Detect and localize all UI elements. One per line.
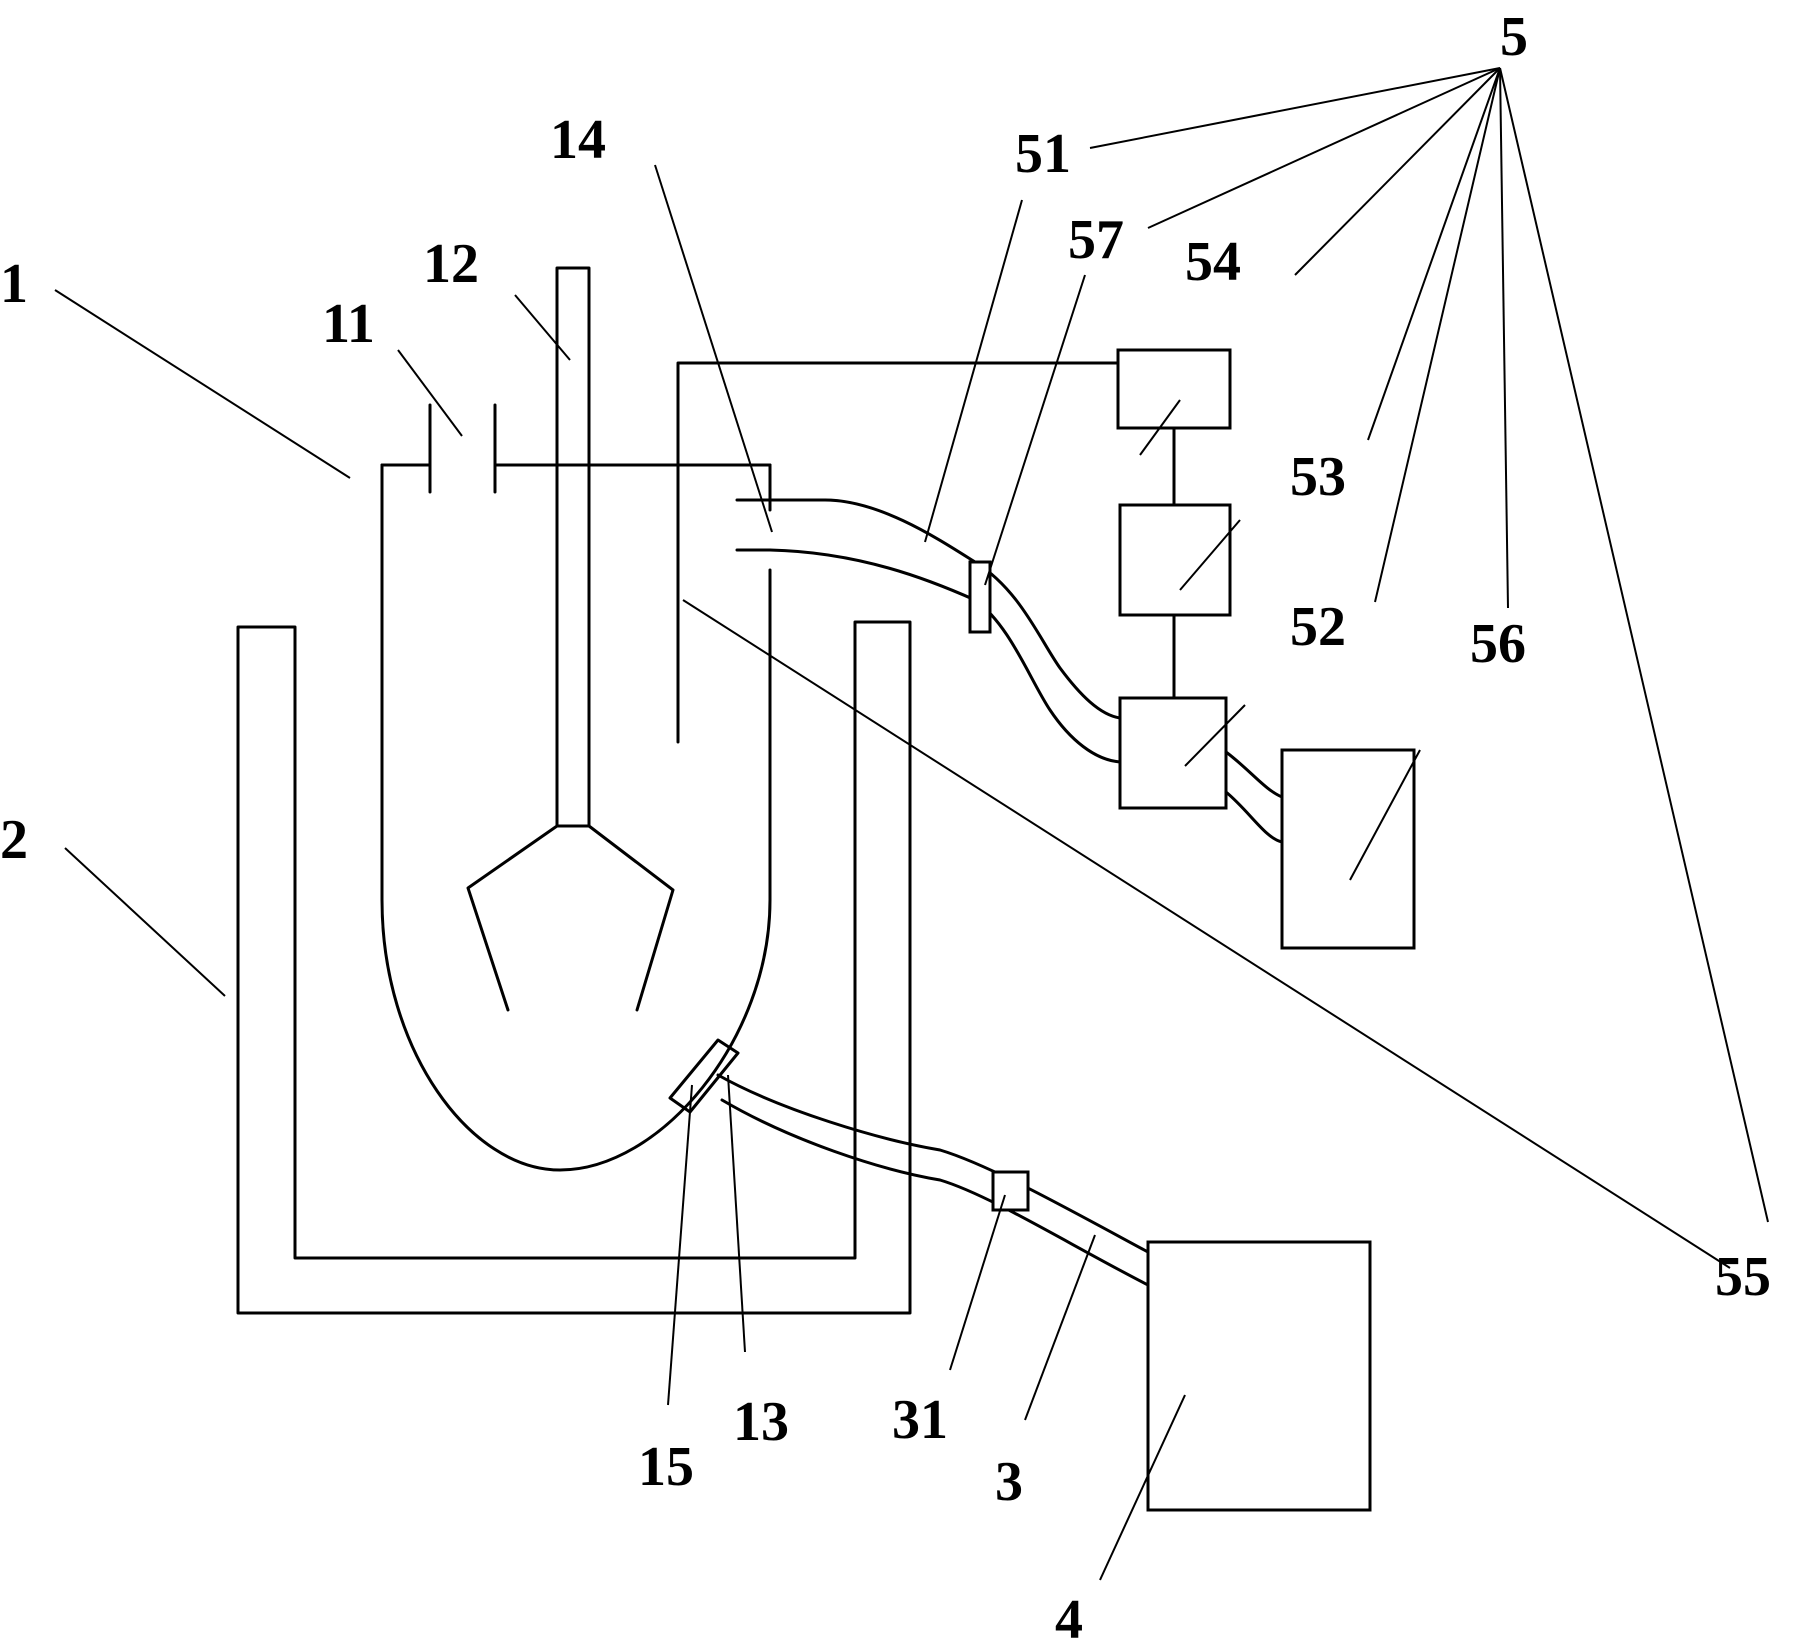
leader-5-56 — [1499, 67, 1509, 609]
bottom-tube-upper — [716, 1073, 1150, 1254]
label-4: 4 — [1055, 1589, 1083, 1644]
leader-51 — [924, 199, 1023, 543]
bottom-tube-lower — [720, 1098, 1150, 1287]
leader-12 — [514, 294, 571, 361]
leader-5-51 — [1089, 67, 1501, 149]
label-57: 57 — [1068, 209, 1124, 271]
box-54 — [1116, 348, 1232, 430]
label-1: 1 — [0, 253, 28, 315]
label-2: 2 — [0, 809, 28, 871]
leader-54 — [1139, 399, 1181, 456]
label-31: 31 — [892, 1389, 948, 1451]
leader-3 — [1024, 1234, 1096, 1421]
leader-5-57 — [1147, 67, 1501, 229]
leader-5-52 — [1374, 67, 1501, 603]
label-11: 11 — [322, 293, 375, 355]
probe-rod — [676, 361, 1120, 744]
box-56 — [1280, 748, 1416, 950]
box-4 — [1146, 1240, 1372, 1512]
label-51: 51 — [1015, 123, 1071, 185]
label-54: 54 — [1185, 231, 1241, 293]
leader-53 — [1179, 519, 1241, 591]
valve-57 — [968, 560, 992, 634]
stirrer-blades — [466, 824, 675, 1012]
leader-2 — [64, 847, 226, 997]
label-14: 14 — [550, 109, 606, 171]
leader-5-54 — [1294, 67, 1501, 276]
leader-4 — [1099, 1394, 1186, 1581]
leader-56 — [1349, 749, 1421, 881]
label-52: 52 — [1290, 596, 1346, 658]
label-15: 15 — [638, 1436, 694, 1498]
valve-31 — [991, 1170, 1030, 1212]
leader-15 — [667, 1084, 693, 1406]
label-3: 3 — [995, 1451, 1023, 1513]
label-13: 13 — [733, 1391, 789, 1453]
reactor-vessel — [380, 463, 772, 1172]
leader-5-53 — [1367, 67, 1501, 441]
leader-14 — [654, 164, 773, 533]
leader-55 — [682, 599, 1731, 1269]
box-52 — [1118, 696, 1228, 810]
label-5: 5 — [1500, 6, 1528, 68]
label-56: 56 — [1470, 613, 1526, 675]
label-55: 55 — [1715, 1246, 1771, 1308]
leader-57 — [984, 274, 1086, 586]
gas-tube-upper — [823, 498, 1122, 720]
box-53 — [1118, 503, 1232, 617]
outer-jacket — [236, 620, 912, 1315]
bottom-port — [668, 1038, 740, 1114]
label-53: 53 — [1290, 446, 1346, 508]
gas-tube-lower — [768, 548, 1122, 764]
leader-1 — [54, 289, 351, 479]
leader-13 — [727, 1074, 746, 1353]
label-12: 12 — [423, 233, 479, 295]
leader-11 — [397, 349, 463, 437]
leader-31 — [949, 1194, 1006, 1371]
tube-52-56-upper — [1224, 750, 1284, 799]
leader-5-55 — [1499, 67, 1769, 1223]
leader-52 — [1184, 704, 1246, 767]
tube-52-56-lower — [1224, 790, 1284, 844]
